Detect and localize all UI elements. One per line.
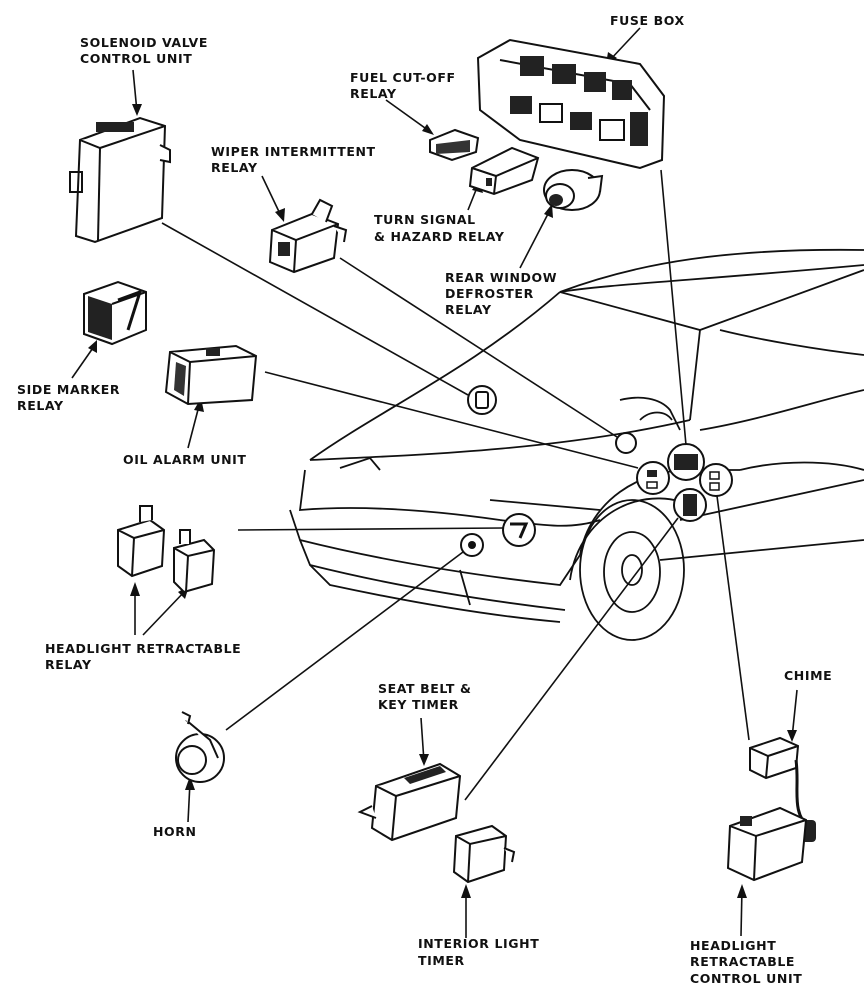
seat-belt-key-timer-part — [357, 762, 462, 842]
wiper-intermittent-relay-part — [268, 198, 348, 274]
turn-signal-hazard-relay-part — [468, 146, 540, 196]
label-side-marker-line1: SIDE MARKER — [17, 382, 120, 397]
label-oil-alarm: OIL ALARM UNIT — [123, 452, 247, 467]
interior-light-timer-part — [452, 824, 516, 884]
marker-headlight-relay-location — [502, 513, 536, 547]
label-headlight-relay-line2: RELAY — [45, 657, 92, 672]
label-fuse-box: FUSE BOX — [610, 13, 685, 28]
label-horn: HORN — [153, 824, 197, 839]
label-headlight-cu-line2: RETRACTABLE — [690, 954, 795, 969]
label-headlight-relay-line1: HEADLIGHT RETRACTABLE — [45, 641, 241, 656]
label-turn-signal-line1: TURN SIGNAL — [374, 212, 476, 227]
marker-chime-location — [699, 463, 733, 497]
fuel-cutoff-relay-part — [429, 128, 480, 162]
label-rear-window-line2: DEFROSTER — [445, 286, 534, 301]
solenoid-valve-control-unit-part — [69, 116, 171, 244]
leader-lines — [71, 27, 798, 938]
label-wiper-line1: WIPER INTERMITTENT — [211, 144, 376, 159]
car-outline — [289, 248, 864, 641]
headlight-control-unit-part — [726, 806, 808, 882]
rear-window-defroster-relay-part — [543, 169, 604, 211]
label-solenoid-line1: SOLENOID VALVE — [80, 35, 208, 50]
fuse-box-part — [476, 38, 666, 170]
label-seat-belt-line1: SEAT BELT & — [378, 681, 471, 696]
label-headlight-cu-line3: CONTROL UNIT — [690, 971, 802, 986]
label-solenoid-line2: CONTROL UNIT — [80, 51, 192, 66]
label-wiper-line2: RELAY — [211, 160, 258, 175]
label-interior-light-line1: INTERIOR LIGHT — [418, 936, 539, 951]
label-turn-signal-line2: & HAZARD RELAY — [374, 229, 505, 244]
labels: FUSE BOX SOLENOID VALVE CONTROL UNIT FUE… — [17, 13, 832, 986]
label-seat-belt-line2: KEY TIMER — [378, 697, 459, 712]
side-marker-relay-part — [83, 280, 147, 346]
label-rear-window-line3: RELAY — [445, 302, 492, 317]
label-rear-window-line1: REAR WINDOW — [445, 270, 557, 285]
marker-side-marker-location — [615, 432, 637, 454]
label-fuel-cutoff-line2: RELAY — [350, 86, 397, 101]
label-chime: CHIME — [784, 668, 832, 683]
label-headlight-cu-line1: HEADLIGHT — [690, 938, 776, 953]
marker-cowl-location — [636, 461, 670, 495]
location-markers — [460, 385, 733, 557]
marker-wiper-location — [467, 385, 497, 415]
label-interior-light-line2: TIMER — [418, 953, 465, 968]
label-side-marker-line2: RELAY — [17, 398, 64, 413]
oil-alarm-unit-part — [164, 344, 258, 406]
horn-part — [175, 711, 225, 783]
label-fuel-cutoff-line1: FUEL CUT-OFF — [350, 70, 456, 85]
headlight-retractable-relay-part — [117, 505, 216, 594]
